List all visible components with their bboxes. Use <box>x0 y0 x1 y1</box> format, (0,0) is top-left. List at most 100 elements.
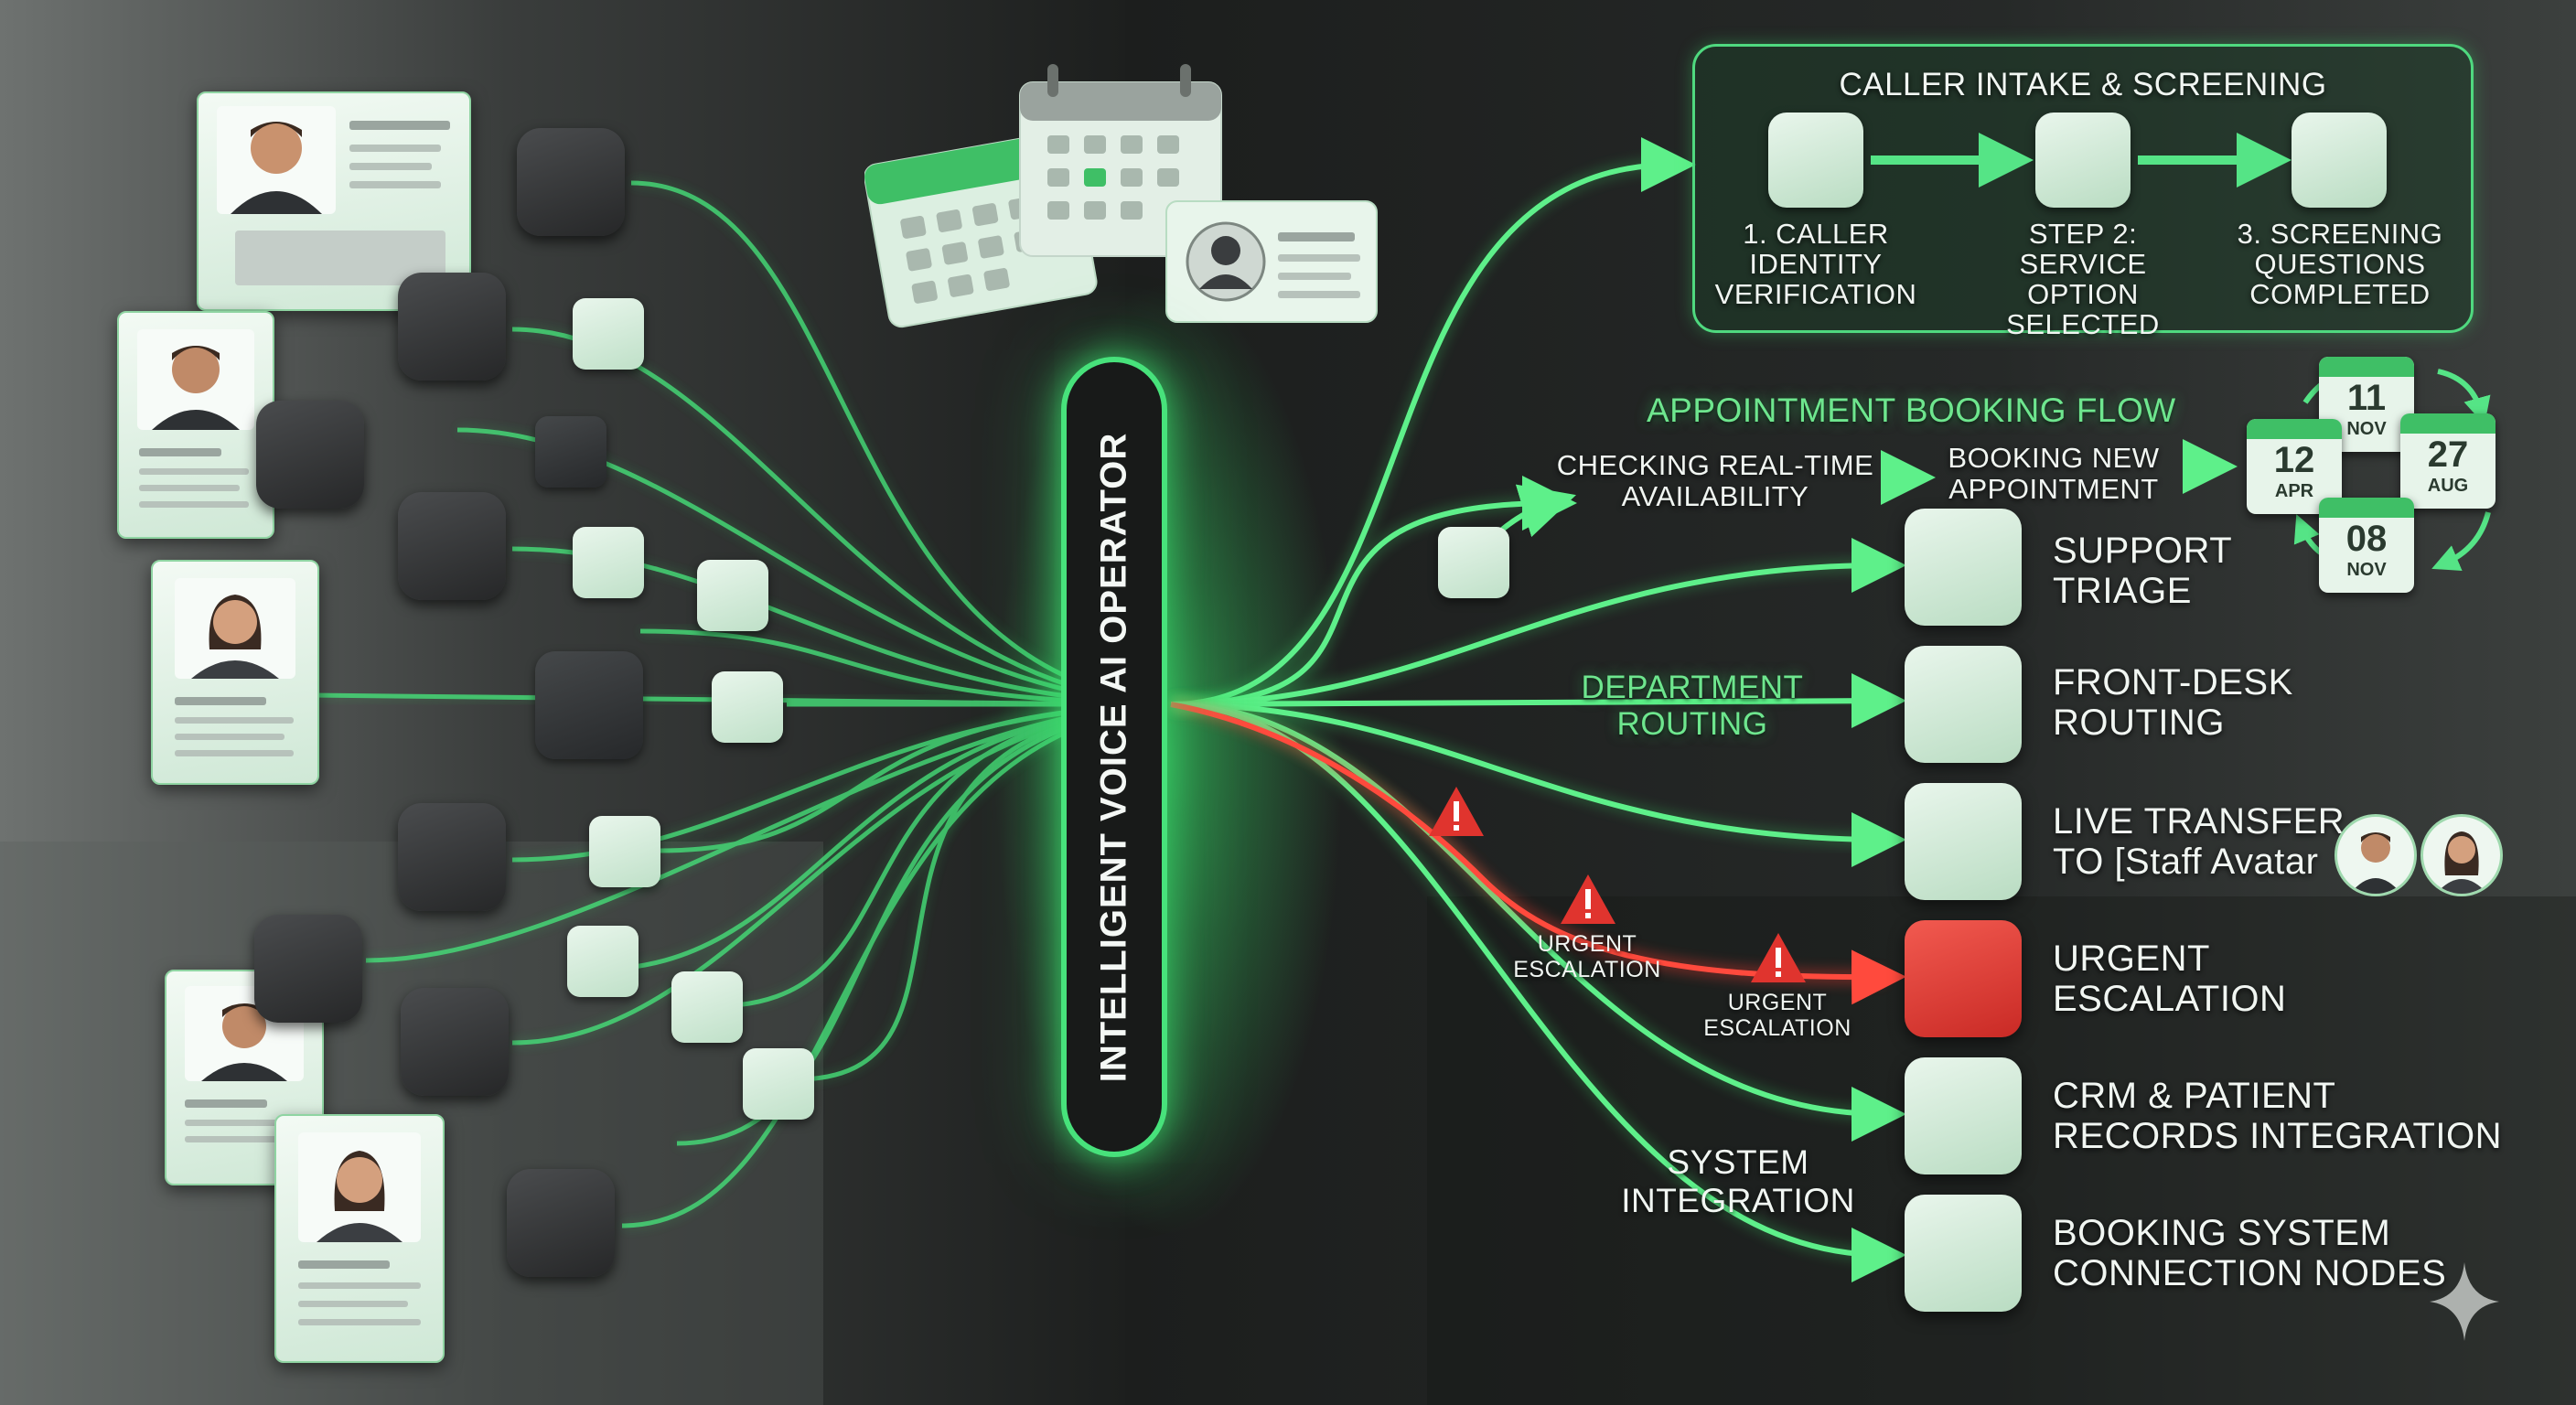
outcome-line: CONNECTION NODES <box>2053 1253 2447 1293</box>
outcome-line: LIVE TRANSFER <box>2053 801 2345 842</box>
outcome-line: ROUTING <box>2053 702 2225 743</box>
contact-card-male-icon <box>137 329 254 508</box>
outcome-line: RECORDS INTEGRATION <box>2053 1116 2503 1156</box>
phone-icon <box>567 926 639 997</box>
booking-flow-title: APPOINTMENT BOOKING FLOW <box>1647 391 2176 429</box>
calendar-grid-icon <box>712 671 783 743</box>
outcome-label-booking-system: BOOKING SYSTEM CONNECTION NODES <box>2053 1213 2446 1293</box>
contact-card <box>197 91 471 311</box>
urgent-escalation-line: URGENT <box>1537 931 1637 957</box>
phone-icon <box>254 915 362 1023</box>
date-card-month: NOV <box>2346 419 2387 439</box>
contact-card-female-icon <box>175 578 295 756</box>
calendar-grid-icon <box>743 1048 814 1120</box>
outcome-label-crm: CRM & PATIENT RECORDS INTEGRATION <box>2053 1076 2502 1156</box>
system-integration-line: INTEGRATION <box>1621 1182 1855 1219</box>
phone-icon <box>401 988 509 1096</box>
intake-step-1-label: 1. CALLER IDENTITY VERIFICATION <box>1704 219 1927 309</box>
date-card: 08 NOV <box>2319 498 2414 593</box>
phone-icon <box>256 401 364 509</box>
contact-card <box>151 560 319 785</box>
booking-step-availability-line: AVAILABILITY <box>1621 480 1809 512</box>
urgent-escalation-line: URGENT <box>1727 990 1828 1015</box>
phone-icon <box>517 128 625 236</box>
urgent-escalation-line: ESCALATION <box>1513 957 1661 982</box>
database-icon <box>1905 1057 2022 1174</box>
incoming-line <box>713 717 1071 1009</box>
contact-card-female-icon <box>298 1132 421 1325</box>
intake-step-3-line: QUESTIONS <box>2254 248 2426 280</box>
outcome-line: ESCALATION <box>2053 979 2287 1019</box>
warning-icon <box>1429 787 1484 836</box>
calendar-grid-icon <box>1438 527 1509 598</box>
staff-avatar-female <box>2420 814 2503 896</box>
outgoing-line <box>1170 673 1906 729</box>
phone-icon <box>398 492 506 600</box>
booking-step-availability: CHECKING REAL-TIME AVAILABILITY <box>1546 450 1884 512</box>
phone-transfer-icon <box>1905 783 2022 900</box>
intake-arrows <box>1871 133 2292 188</box>
date-card-month: AUG <box>2427 476 2469 496</box>
phone-icon <box>507 1169 615 1277</box>
department-routing-line: ROUTING <box>1616 706 1768 742</box>
urgent-escalation-line: ESCALATION <box>1703 1015 1852 1041</box>
intake-step-2-line: STEP 2: <box>2028 218 2138 250</box>
date-card: 27 AUG <box>2400 413 2496 509</box>
calendar-group-icon <box>864 64 1378 328</box>
incoming-line <box>630 180 1072 681</box>
user-check-icon <box>1768 113 1863 208</box>
checklist-icon <box>2292 113 2387 208</box>
booking-step-new: BOOKING NEW APPOINTMENT <box>1930 443 2177 505</box>
system-integration-line: SYSTEM <box>1667 1143 1809 1181</box>
outcome-line: TO [Staff Avatar <box>2053 842 2319 882</box>
warning-icon <box>1561 874 1615 924</box>
booking-step-availability-line: CHECKING REAL-TIME <box>1556 449 1874 481</box>
department-routing-label: DEPARTMENT ROUTING <box>1555 670 1830 743</box>
date-card-day: 11 <box>2346 378 2387 418</box>
ai-operator-label: INTELLIGENT VOICE AI OPERATOR <box>1093 432 1134 1082</box>
funnel-icon <box>1905 509 2022 626</box>
date-card-day: 27 <box>2427 434 2469 475</box>
intake-step-2-label: STEP 2: SERVICE OPTION SELECTED <box>1960 219 2206 339</box>
outcome-label-support-triage: SUPPORT TRIAGE <box>2053 531 2232 611</box>
booking-step-new-line: APPOINTMENT <box>1948 473 2159 505</box>
incoming-line <box>365 714 1071 963</box>
calendar-grid-icon <box>535 651 643 759</box>
date-card-day: 12 <box>2273 440 2315 480</box>
calendar-add-icon <box>573 298 644 370</box>
incoming-line <box>594 715 1071 972</box>
incoming-line <box>676 724 1071 1146</box>
outcome-label-live-transfer: LIVE TRANSFER TO [Staff Avatar <box>2053 801 2345 882</box>
date-card-month: NOV <box>2346 560 2387 580</box>
phone-icon <box>398 803 506 911</box>
outcome-line: BOOKING SYSTEM <box>2053 1213 2391 1253</box>
intake-step-1-line: VERIFICATION <box>1714 278 1917 310</box>
incoming-call-lines <box>310 178 1073 1230</box>
urgent-escalation-flow-label: URGENT ESCALATION <box>1500 931 1674 982</box>
contact-card <box>274 1114 445 1363</box>
outcome-line: SUPPORT <box>2053 531 2233 571</box>
system-integration-label: SYSTEM INTEGRATION <box>1610 1143 1866 1220</box>
outcome-line: URGENT <box>2053 938 2210 979</box>
outcome-label-urgent: URGENT ESCALATION <box>2053 938 2286 1019</box>
intake-step-3-line: 3. SCREENING <box>2237 218 2443 250</box>
calendar-grid-icon <box>697 560 768 631</box>
contact-card <box>117 311 274 539</box>
group-icon <box>1905 646 2022 763</box>
intake-title: CALLER INTAKE & SCREENING <box>1839 67 2327 102</box>
outgoing-line <box>1170 702 1906 867</box>
ai-operator-pillar: INTELLIGENT VOICE AI OPERATOR <box>1061 357 1167 1157</box>
contact-card-male-icon <box>217 106 450 285</box>
intake-panel: CALLER INTAKE & SCREENING 1. CALLER IDEN… <box>1692 44 2474 339</box>
outcome-line: CRM & PATIENT <box>2053 1076 2336 1116</box>
outgoing-line <box>1170 137 1696 707</box>
urgent-escalation-flow-label: URGENT ESCALATION <box>1690 990 1864 1041</box>
intake-step-2-line: SELECTED <box>2006 308 2160 340</box>
warning-icons <box>1429 787 1806 982</box>
network-icon <box>1905 1195 2022 1312</box>
department-routing-line: DEPARTMENT <box>1581 670 1804 705</box>
calendar-add-icon <box>535 416 606 488</box>
urgent-line <box>1170 702 1906 1005</box>
outgoing-flow-lines <box>1169 137 2238 1282</box>
